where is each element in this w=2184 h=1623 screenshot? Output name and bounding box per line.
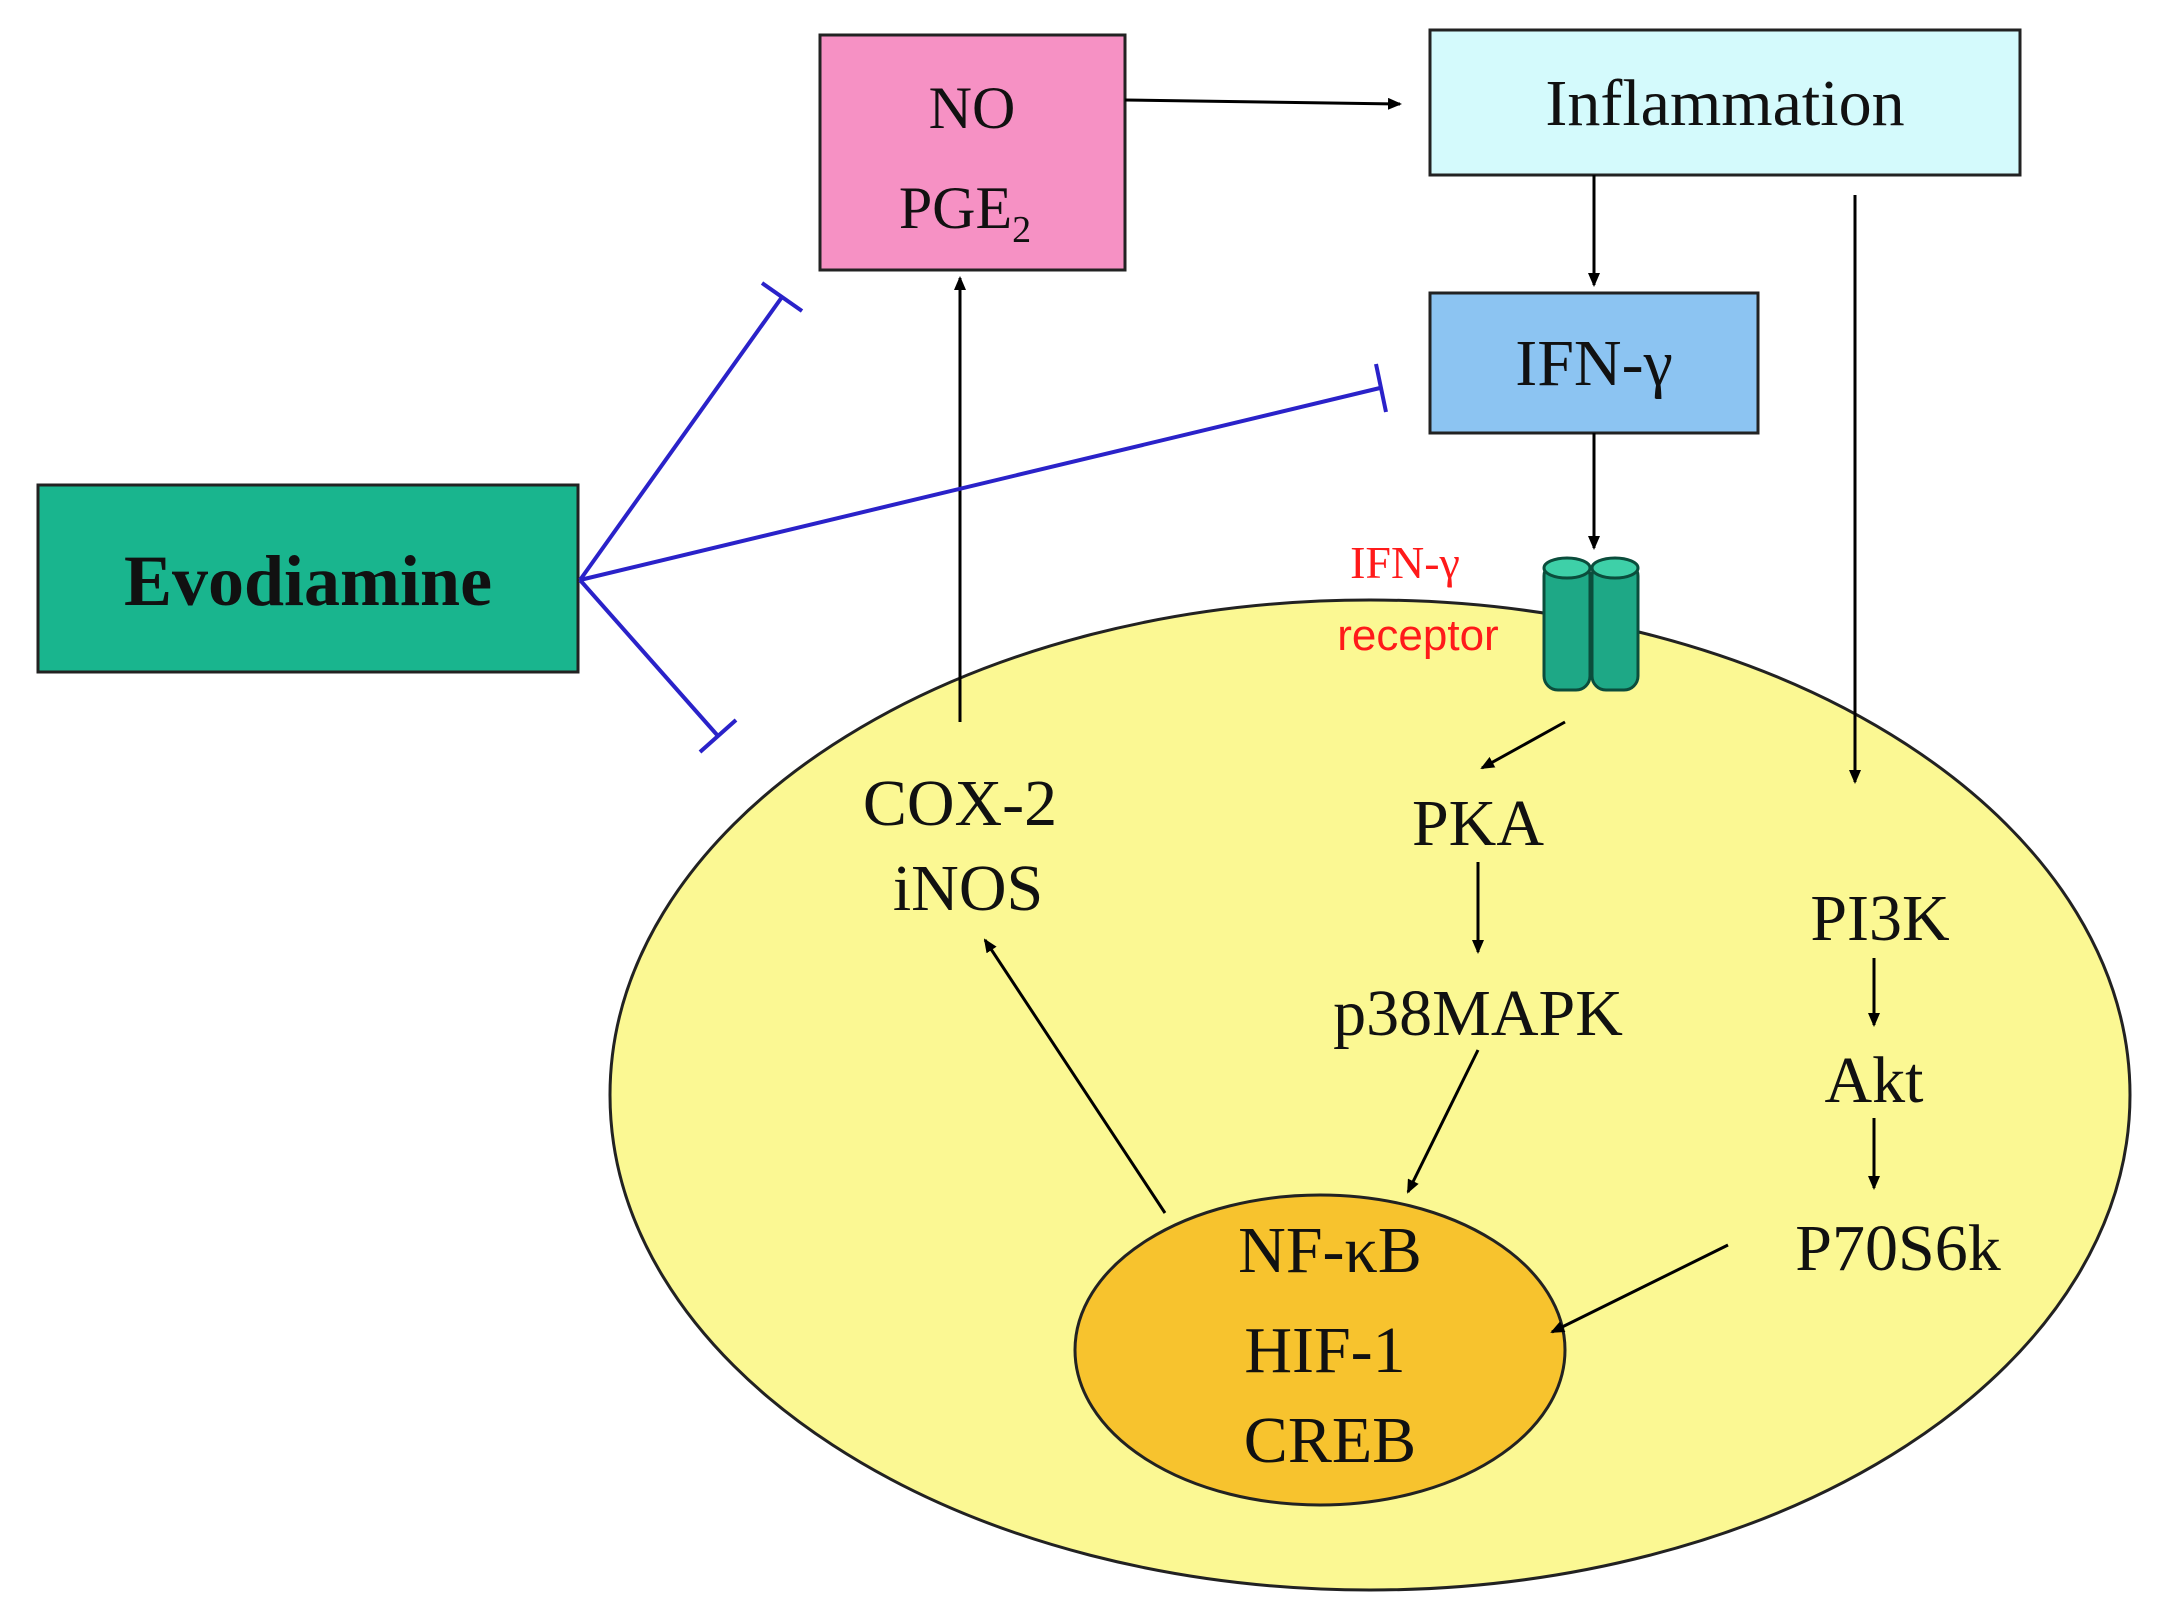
inhibition-lines (578, 281, 1388, 754)
inhibit-nopge2-bar (760, 281, 804, 313)
no-label: NO (929, 75, 1016, 141)
p70s6k-label: P70S6k (1795, 1212, 2000, 1285)
pge2-label: PGE2 (899, 175, 1031, 251)
inflammation-box (1428, 28, 2022, 177)
arrow-nucleus-to-inos (983, 938, 1167, 1214)
pi3k-label: PI3K (1810, 882, 1949, 955)
inhibit-ifn-line (579, 386, 1381, 582)
arrow-p70s6k-to-nucleus (1550, 1243, 1729, 1334)
inflammation-label: Inflammation (1545, 67, 1904, 140)
inhibit-cell-bar (698, 718, 738, 754)
inhibit-ifn-bar (1374, 363, 1388, 413)
inhibit-cell-line (578, 578, 720, 738)
akt-label: Akt (1825, 1044, 1924, 1117)
evodiamine-label: Evodiamine (124, 541, 492, 621)
ifn-gamma-box (1428, 291, 1760, 435)
inhibit-nopge2-line (578, 295, 784, 582)
ifn-gamma-label: IFN-γ (1515, 327, 1673, 400)
pka-label: PKA (1412, 787, 1544, 860)
p38mapk-label: p38MAPK (1333, 977, 1623, 1050)
cell-body (608, 598, 2132, 1592)
creb-label: CREB (1244, 1404, 1416, 1477)
evodiamine-box (36, 483, 580, 674)
receptor-label-line1: IFN-γ (1350, 537, 1460, 588)
hif1-label: HIF-1 (1244, 1314, 1405, 1387)
nucleus (1073, 1193, 1567, 1507)
arrow-p38-to-nucleus (1406, 1049, 1480, 1194)
arrow-nopge2-to-inflammation (1124, 97, 1402, 110)
cox2-label: COX-2 (863, 767, 1057, 840)
receptor-label-line2: receptor (1337, 611, 1498, 660)
inos-label: iNOS (893, 852, 1043, 925)
no-pge2-box (818, 33, 1127, 272)
arrow-receptor-to-pka (1480, 720, 1566, 770)
ifn-gamma-receptor-icon (1542, 556, 1640, 692)
nfkb-label: NF-κB (1238, 1214, 1422, 1287)
activation-arrows (954, 97, 1880, 1334)
